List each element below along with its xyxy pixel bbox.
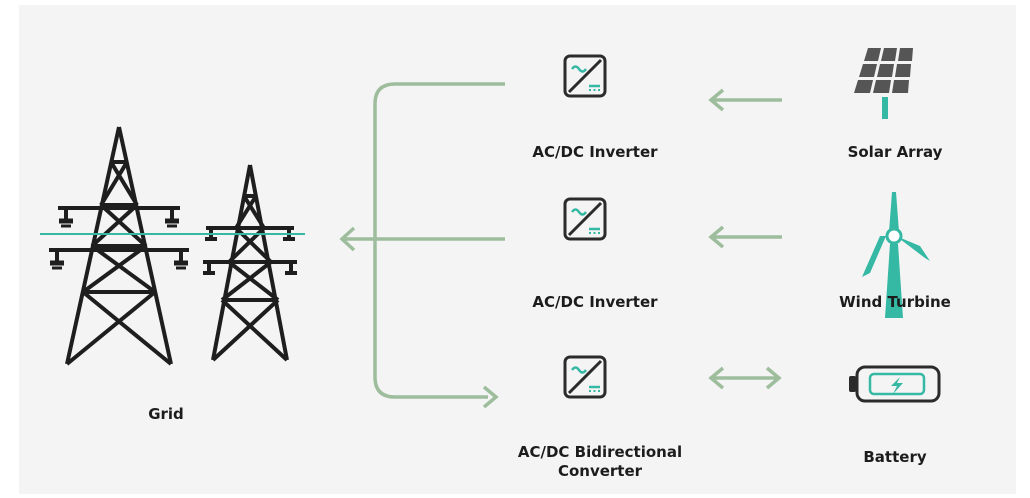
flow-lines [339, 82, 782, 409]
wind-turbine-icon [862, 192, 930, 318]
grid-label: Grid [148, 405, 184, 423]
arrow-solar-to-inverter [708, 88, 782, 112]
battery-label: Battery [863, 448, 927, 466]
converter-label-line2: Converter [557, 462, 643, 480]
arrow-wind-to-inverter [708, 225, 782, 249]
battery-icon [849, 365, 941, 403]
solar-panel-icon [854, 48, 913, 119]
arrow-to-converter [482, 385, 499, 409]
inverter-icon [563, 355, 607, 399]
arrow-battery-bidirectional [708, 366, 782, 390]
arrow-to-grid [339, 226, 356, 252]
transmission-tower-icon [49, 126, 297, 366]
inverter-solar-label: AC/DC Inverter [532, 143, 658, 161]
solar-label: Solar Array [847, 143, 943, 161]
wind-label: Wind Turbine [839, 293, 951, 311]
inverter-wind-label: AC/DC Inverter [532, 293, 658, 311]
inverter-icon [563, 54, 607, 98]
inverter-icon [563, 197, 607, 241]
converter-label-line1: AC/DC Bidirectional [517, 443, 683, 461]
